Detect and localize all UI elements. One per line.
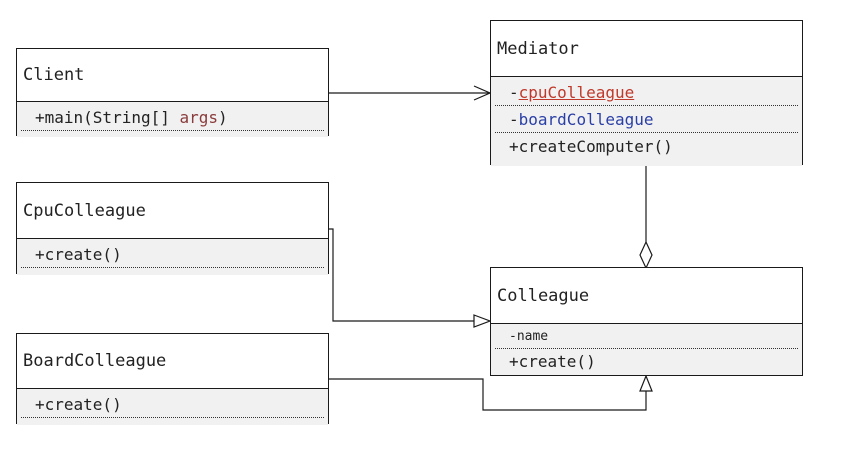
board-generalization-line: [328, 378, 647, 411]
client-main-method-signature: +main(String[]: [35, 108, 180, 127]
client-main-method-arg: args: [179, 108, 219, 127]
class-mediator-members: -cpuColleague -boardColleague +createCom…: [491, 77, 802, 166]
class-board-colleague-members: +create(): [17, 389, 328, 425]
cpu-create-method: +create(): [21, 241, 324, 268]
mediator-cpu-colleague-field: -cpuColleague: [495, 79, 798, 106]
mediator-cpu-colleague-field-name: cpuColleague: [518, 83, 635, 102]
class-cpu-colleague-members: +create(): [17, 239, 328, 275]
class-client[interactable]: Client +main(String[] args): [16, 48, 329, 137]
field-visibility: -: [509, 110, 519, 129]
class-colleague-members: -name +create(): [491, 324, 802, 375]
colleague-create-method: +create(): [509, 352, 596, 371]
aggregation-diamond-icon: [639, 240, 653, 270]
class-colleague-name: Colleague: [491, 268, 802, 324]
class-client-members: +main(String[] args): [17, 102, 328, 137]
class-mediator-name: Mediator: [491, 21, 802, 77]
class-client-name: Client: [17, 49, 328, 102]
class-board-colleague-name: BoardColleague: [17, 334, 328, 389]
class-cpu-colleague[interactable]: CpuColleague +create(): [16, 182, 329, 275]
client-main-method: +main(String[] args): [21, 104, 324, 131]
mediator-board-colleague-field-name: boardColleague: [518, 110, 654, 129]
class-mediator[interactable]: Mediator -cpuColleague -boardColleague +…: [490, 20, 803, 166]
class-colleague[interactable]: Colleague -name +create(): [490, 267, 803, 376]
class-board-colleague[interactable]: BoardColleague +create(): [16, 333, 329, 425]
generalization-triangle-icon: [473, 314, 492, 328]
colleague-name-field: -name: [495, 324, 798, 349]
field-visibility: -: [509, 83, 519, 102]
client-main-method-close: ): [218, 108, 228, 127]
board-create-method: +create(): [21, 391, 324, 418]
class-cpu-colleague-name: CpuColleague: [17, 183, 328, 239]
cpu-generalization-line: [328, 228, 474, 322]
mediator-board-colleague-field: -boardColleague: [495, 106, 798, 133]
mediator-create-computer-method: +createComputer(): [509, 137, 673, 156]
generalization-triangle-icon: [639, 374, 653, 392]
